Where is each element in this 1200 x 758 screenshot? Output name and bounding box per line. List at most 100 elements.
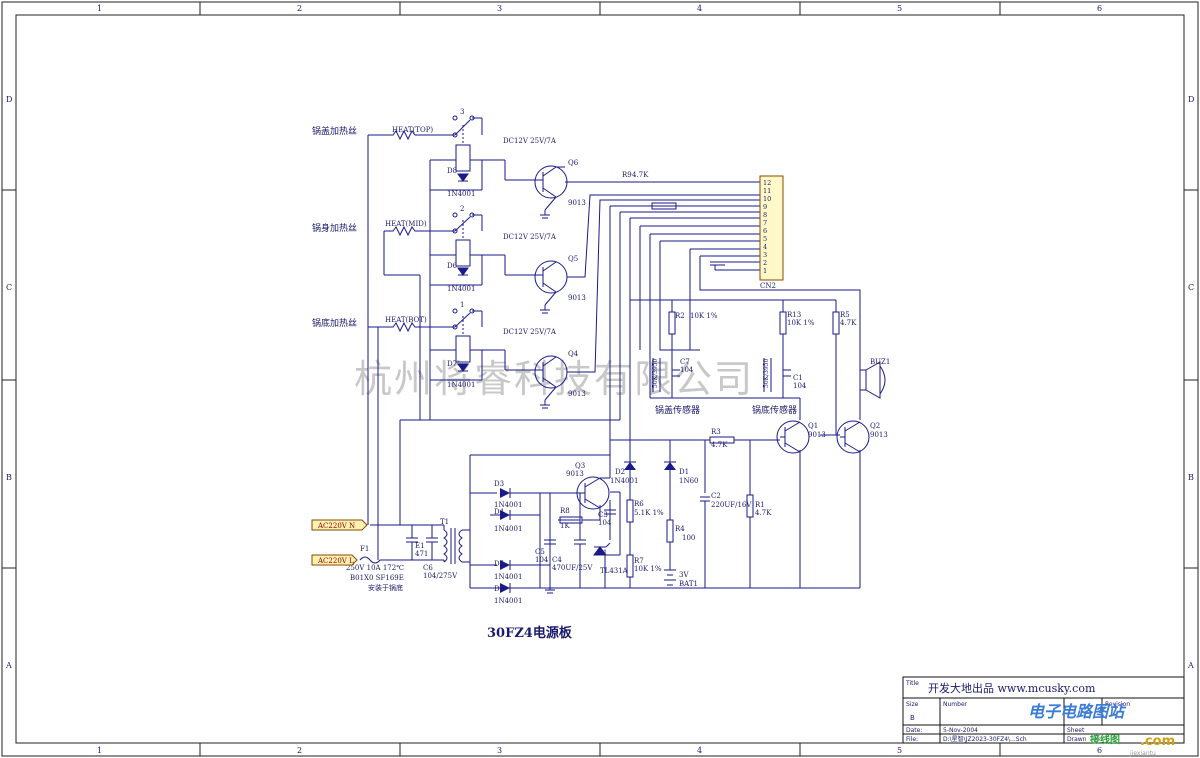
transistor-q6 — [505, 165, 568, 219]
logo-sub: jiexiantu — [1129, 750, 1156, 757]
transistor-q2 — [836, 420, 870, 454]
resistor-r13-label: R13 — [787, 311, 801, 319]
col-label-2-bottom: 2 — [297, 746, 302, 755]
battery-value: 3V — [679, 571, 689, 579]
transistor-q4 — [505, 355, 568, 409]
resistor-r5-label: R5 — [840, 311, 850, 319]
transformer-t1 — [443, 525, 470, 564]
cn2-pin-1: 1 — [763, 267, 767, 275]
col-label-1-bottom: 1 — [97, 746, 102, 755]
ac-n-label: AC220V N — [317, 522, 355, 530]
capacitor-c4-value: 470UF/25V — [552, 564, 593, 572]
watermark: 杭州将睿科技有限公司 — [354, 357, 754, 401]
logo-url: .com — [1140, 734, 1175, 749]
fuse-spec: 250V 10A 172℃ — [346, 564, 404, 572]
logo-text-secondary: 接线图 — [1090, 733, 1120, 746]
relay-k3 — [429, 115, 506, 420]
transistor-q1-part: 9013 — [808, 431, 826, 439]
diode-d4-label: D4 — [494, 508, 505, 516]
diode-d3-value: 1N4001 — [494, 501, 522, 509]
heater-bot-cn-label: 锅底加热丝 — [312, 317, 357, 329]
row-label-b-right: B — [1188, 473, 1194, 482]
capacitor-c7-value: 104 — [680, 366, 694, 374]
resistor-r7-value: 10K 1% — [634, 565, 662, 573]
row-label-d: D — [6, 95, 12, 104]
diode-d9-label: D9 — [494, 585, 504, 593]
connector-cn2 — [759, 175, 784, 281]
regulator-u1 — [593, 542, 611, 556]
capacitor-c2-label: C2 — [711, 492, 721, 500]
capacitor-c4-label: C4 — [552, 556, 562, 564]
capacitor-c5-value: 104 — [535, 556, 549, 564]
resistor-r4-value: 100 — [682, 534, 695, 542]
heater-mid-label: HEAT(MID) — [385, 220, 427, 228]
diode-d5-label: D5 — [494, 560, 504, 568]
resistor-r9-label: R9 — [622, 171, 632, 179]
diode-d4-value: 1N4001 — [494, 525, 522, 533]
capacitor-c7-label: C7 — [680, 358, 690, 366]
relay-k3-spec: DC12V 25V/7A — [503, 137, 557, 145]
ac-l-port — [311, 554, 358, 566]
relay-k2-pin: 2 — [460, 205, 464, 213]
resistor-r6-label: R6 — [634, 500, 644, 508]
resistor-r9-value: 4.7K — [632, 171, 649, 179]
transistor-q1 — [776, 420, 810, 454]
col-label-4-bottom: 4 — [697, 746, 702, 755]
row-label-d-right: D — [1188, 95, 1194, 104]
file-label: File: — [906, 736, 918, 743]
revision-label: Revision — [1105, 701, 1130, 708]
resistor-r2-label: R2 — [675, 312, 685, 320]
ac-input-wiring — [359, 524, 444, 564]
capacitor-c1-value: 104 — [793, 382, 807, 390]
col-label-6-bottom: 6 — [1097, 746, 1102, 755]
title-block — [902, 676, 1185, 744]
col-label-3: 3 — [497, 4, 502, 13]
heater-wiring — [367, 135, 620, 560]
capacitor-c6-value: 104/275V — [423, 572, 458, 580]
diode-d8-value: 1N4001 — [447, 190, 475, 198]
ntc-bottom-value: 50K/3950 — [763, 358, 770, 388]
col-label-1: 1 — [97, 4, 102, 13]
resistor-r7-label: R7 — [634, 557, 644, 565]
diode-d2-label: D2 — [615, 468, 625, 476]
diode-d7-label: D7 — [447, 360, 457, 368]
ac-n-port — [311, 519, 368, 531]
capacitor-c5-label: C5 — [535, 548, 545, 556]
transistor-q5-label: Q5 — [568, 255, 578, 263]
transistor-q1-label: Q1 — [808, 422, 818, 430]
relay-k2 — [430, 212, 506, 286]
heater-mid-cn-label: 锅身加热丝 — [312, 222, 357, 234]
board-title: 30FZ4电源板 — [487, 625, 573, 641]
relay-k1 — [430, 308, 506, 381]
resistor-r3-label: R3 — [711, 428, 721, 436]
diode-d1-value: 1N60 — [679, 477, 699, 485]
cn2-pin-11: 11 — [763, 187, 771, 195]
resistor-r13-value: 10K 1% — [787, 319, 815, 327]
diode-d6-value: 1N4001 — [447, 285, 475, 293]
diode-d9-value: 1N4001 — [494, 597, 522, 605]
diode-d2 — [624, 461, 636, 470]
transistor-q6-label: Q6 — [568, 159, 579, 167]
cn2-pin-10: 10 — [763, 195, 771, 203]
power-supply-wiring — [469, 440, 860, 594]
cn2-pin-2: 2 — [763, 259, 767, 267]
sensor-lid-label: 锅盖传感器 — [655, 404, 700, 416]
resistor-r8-value: 1K — [560, 522, 570, 530]
row-label-a-right: A — [1187, 661, 1194, 670]
diode-d6-label: D6 — [447, 262, 458, 270]
size-value: B — [910, 714, 915, 722]
regulator-u1-value: TL431A — [600, 567, 629, 575]
supply-capacitors — [544, 509, 616, 588]
drawn-label: Drawn — [1067, 736, 1087, 743]
transistor-q2-part: 9013 — [870, 431, 888, 439]
relay-k3-pin: 3 — [460, 108, 464, 116]
resistor-r8-label: R8 — [560, 507, 570, 515]
title-value: 开发大地出品 www.mcusky.com — [928, 681, 1096, 695]
date-label: Date: — [906, 727, 922, 734]
resistor-r6-value: 5.1K 1% — [634, 509, 664, 517]
transistor-q5 — [505, 260, 568, 314]
bridge-rectifier — [490, 488, 520, 593]
battery-label: BAT1 — [679, 580, 698, 588]
col-label-2: 2 — [297, 4, 302, 13]
transistor-q3-part: 9013 — [566, 470, 584, 478]
